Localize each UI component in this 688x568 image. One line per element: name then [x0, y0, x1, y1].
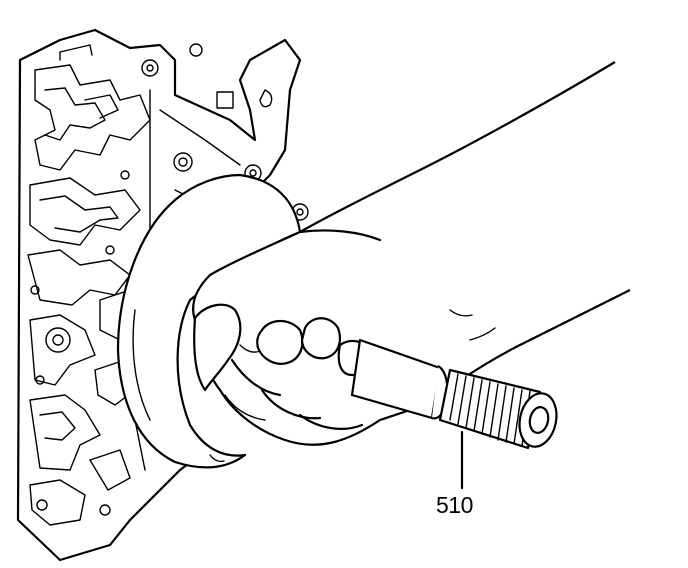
callout-label-510: 510: [436, 492, 473, 518]
input-shaft: [350, 338, 558, 450]
